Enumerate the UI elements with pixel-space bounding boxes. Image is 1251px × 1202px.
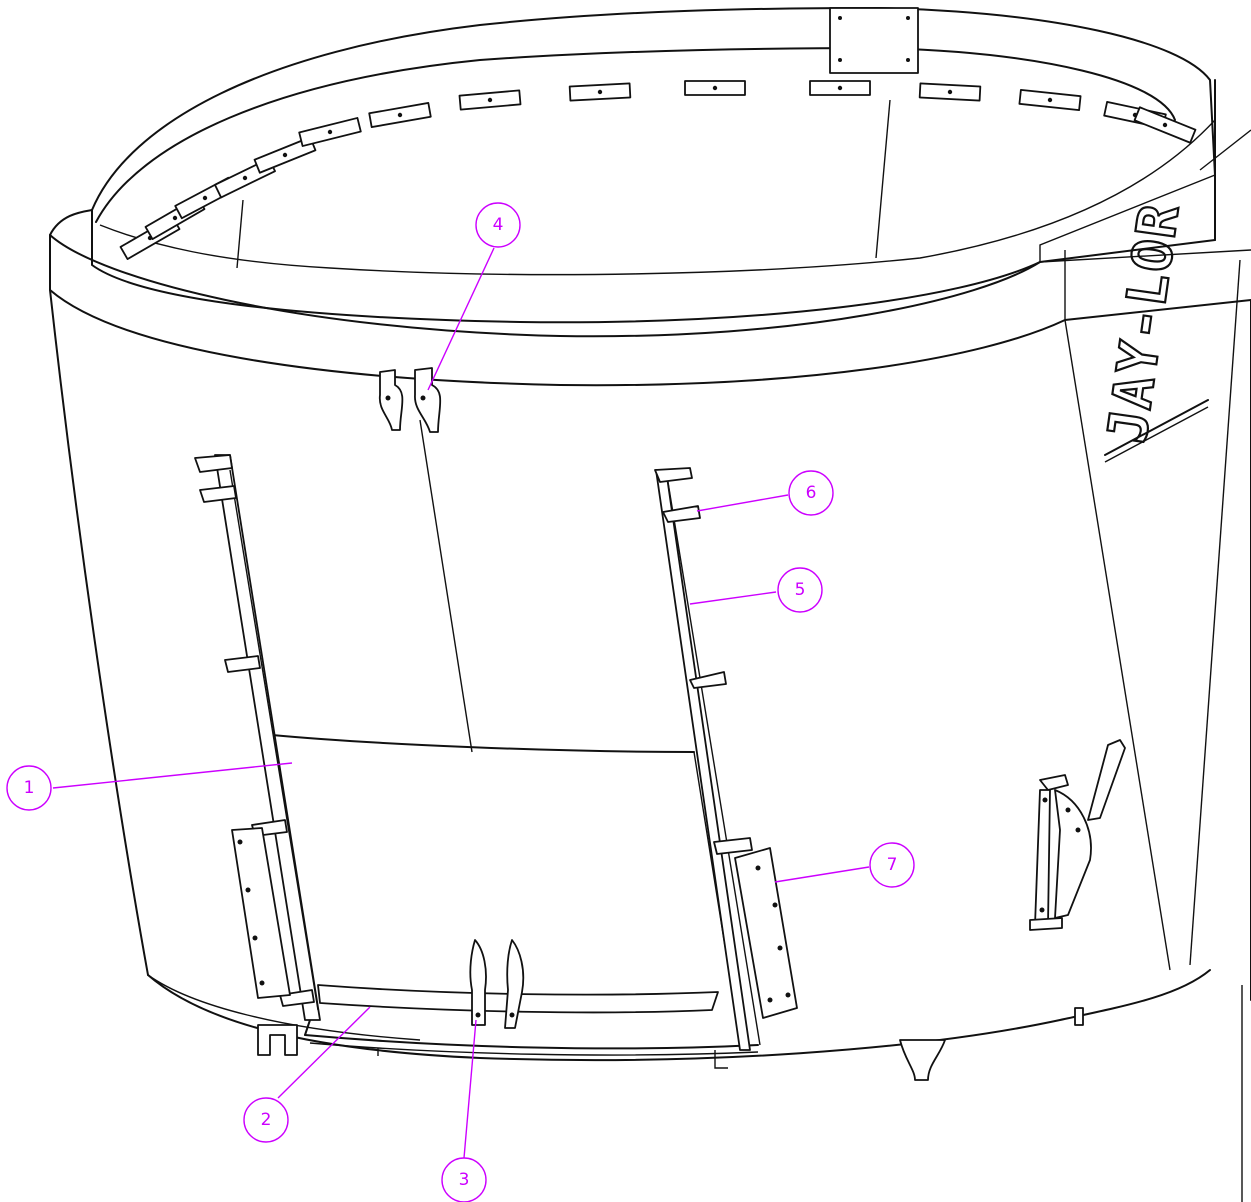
- left-plate: [231, 827, 291, 999]
- jaylor-logo: JAY-LOR: [1094, 198, 1192, 448]
- callout-5-label: 5: [795, 580, 806, 600]
- ring-clip-hole: [1047, 97, 1053, 103]
- lever-mechanism: [1029, 739, 1126, 931]
- callout-3: 3: [441, 1019, 487, 1202]
- logo-text: JAY-LOR: [1095, 199, 1191, 447]
- callouts: 1 2 3 4 5 6 7: [6, 202, 915, 1202]
- ring-clip-hole: [837, 85, 843, 91]
- tub-body: [49, 209, 1251, 1081]
- right-track: [654, 467, 761, 1051]
- ring-clip-hole: [172, 215, 178, 221]
- callout-1-label: 1: [24, 778, 35, 798]
- ring-clip-hole: [282, 152, 288, 158]
- ring-clip-hole: [242, 175, 248, 181]
- ring-clip-hole: [487, 97, 493, 103]
- callout-3-label: 3: [459, 1170, 470, 1190]
- ring-clip-hole: [397, 112, 403, 118]
- callout-6-label: 6: [806, 483, 817, 503]
- left-track: [194, 454, 321, 1021]
- ring-clips: [119, 80, 1197, 260]
- ring-clip-hole: [202, 195, 208, 201]
- callout-7-label: 7: [887, 855, 898, 875]
- hinge-tabs: [378, 367, 442, 433]
- callout-1: 1: [6, 762, 293, 811]
- callout-5: 5: [689, 567, 823, 613]
- ring-clip-hole: [947, 89, 953, 95]
- top-plate: [829, 7, 919, 74]
- ring-clip-hole: [712, 85, 718, 91]
- callout-4-label: 4: [493, 215, 504, 235]
- callout-4: 4: [427, 202, 521, 391]
- ring-clip-hole: [1162, 122, 1168, 128]
- right-plate: [734, 847, 798, 1019]
- logo-underline: [1104, 399, 1209, 456]
- callout-6: 6: [696, 470, 834, 516]
- callout-2: 2: [243, 1006, 371, 1143]
- ring-clip-hole: [597, 89, 603, 95]
- callout-2-label: 2: [261, 1110, 272, 1130]
- top-ring: [91, 7, 1251, 324]
- callout-7: 7: [774, 842, 915, 888]
- ring-clip-hole: [327, 129, 333, 135]
- latch-tabs: [469, 939, 525, 1029]
